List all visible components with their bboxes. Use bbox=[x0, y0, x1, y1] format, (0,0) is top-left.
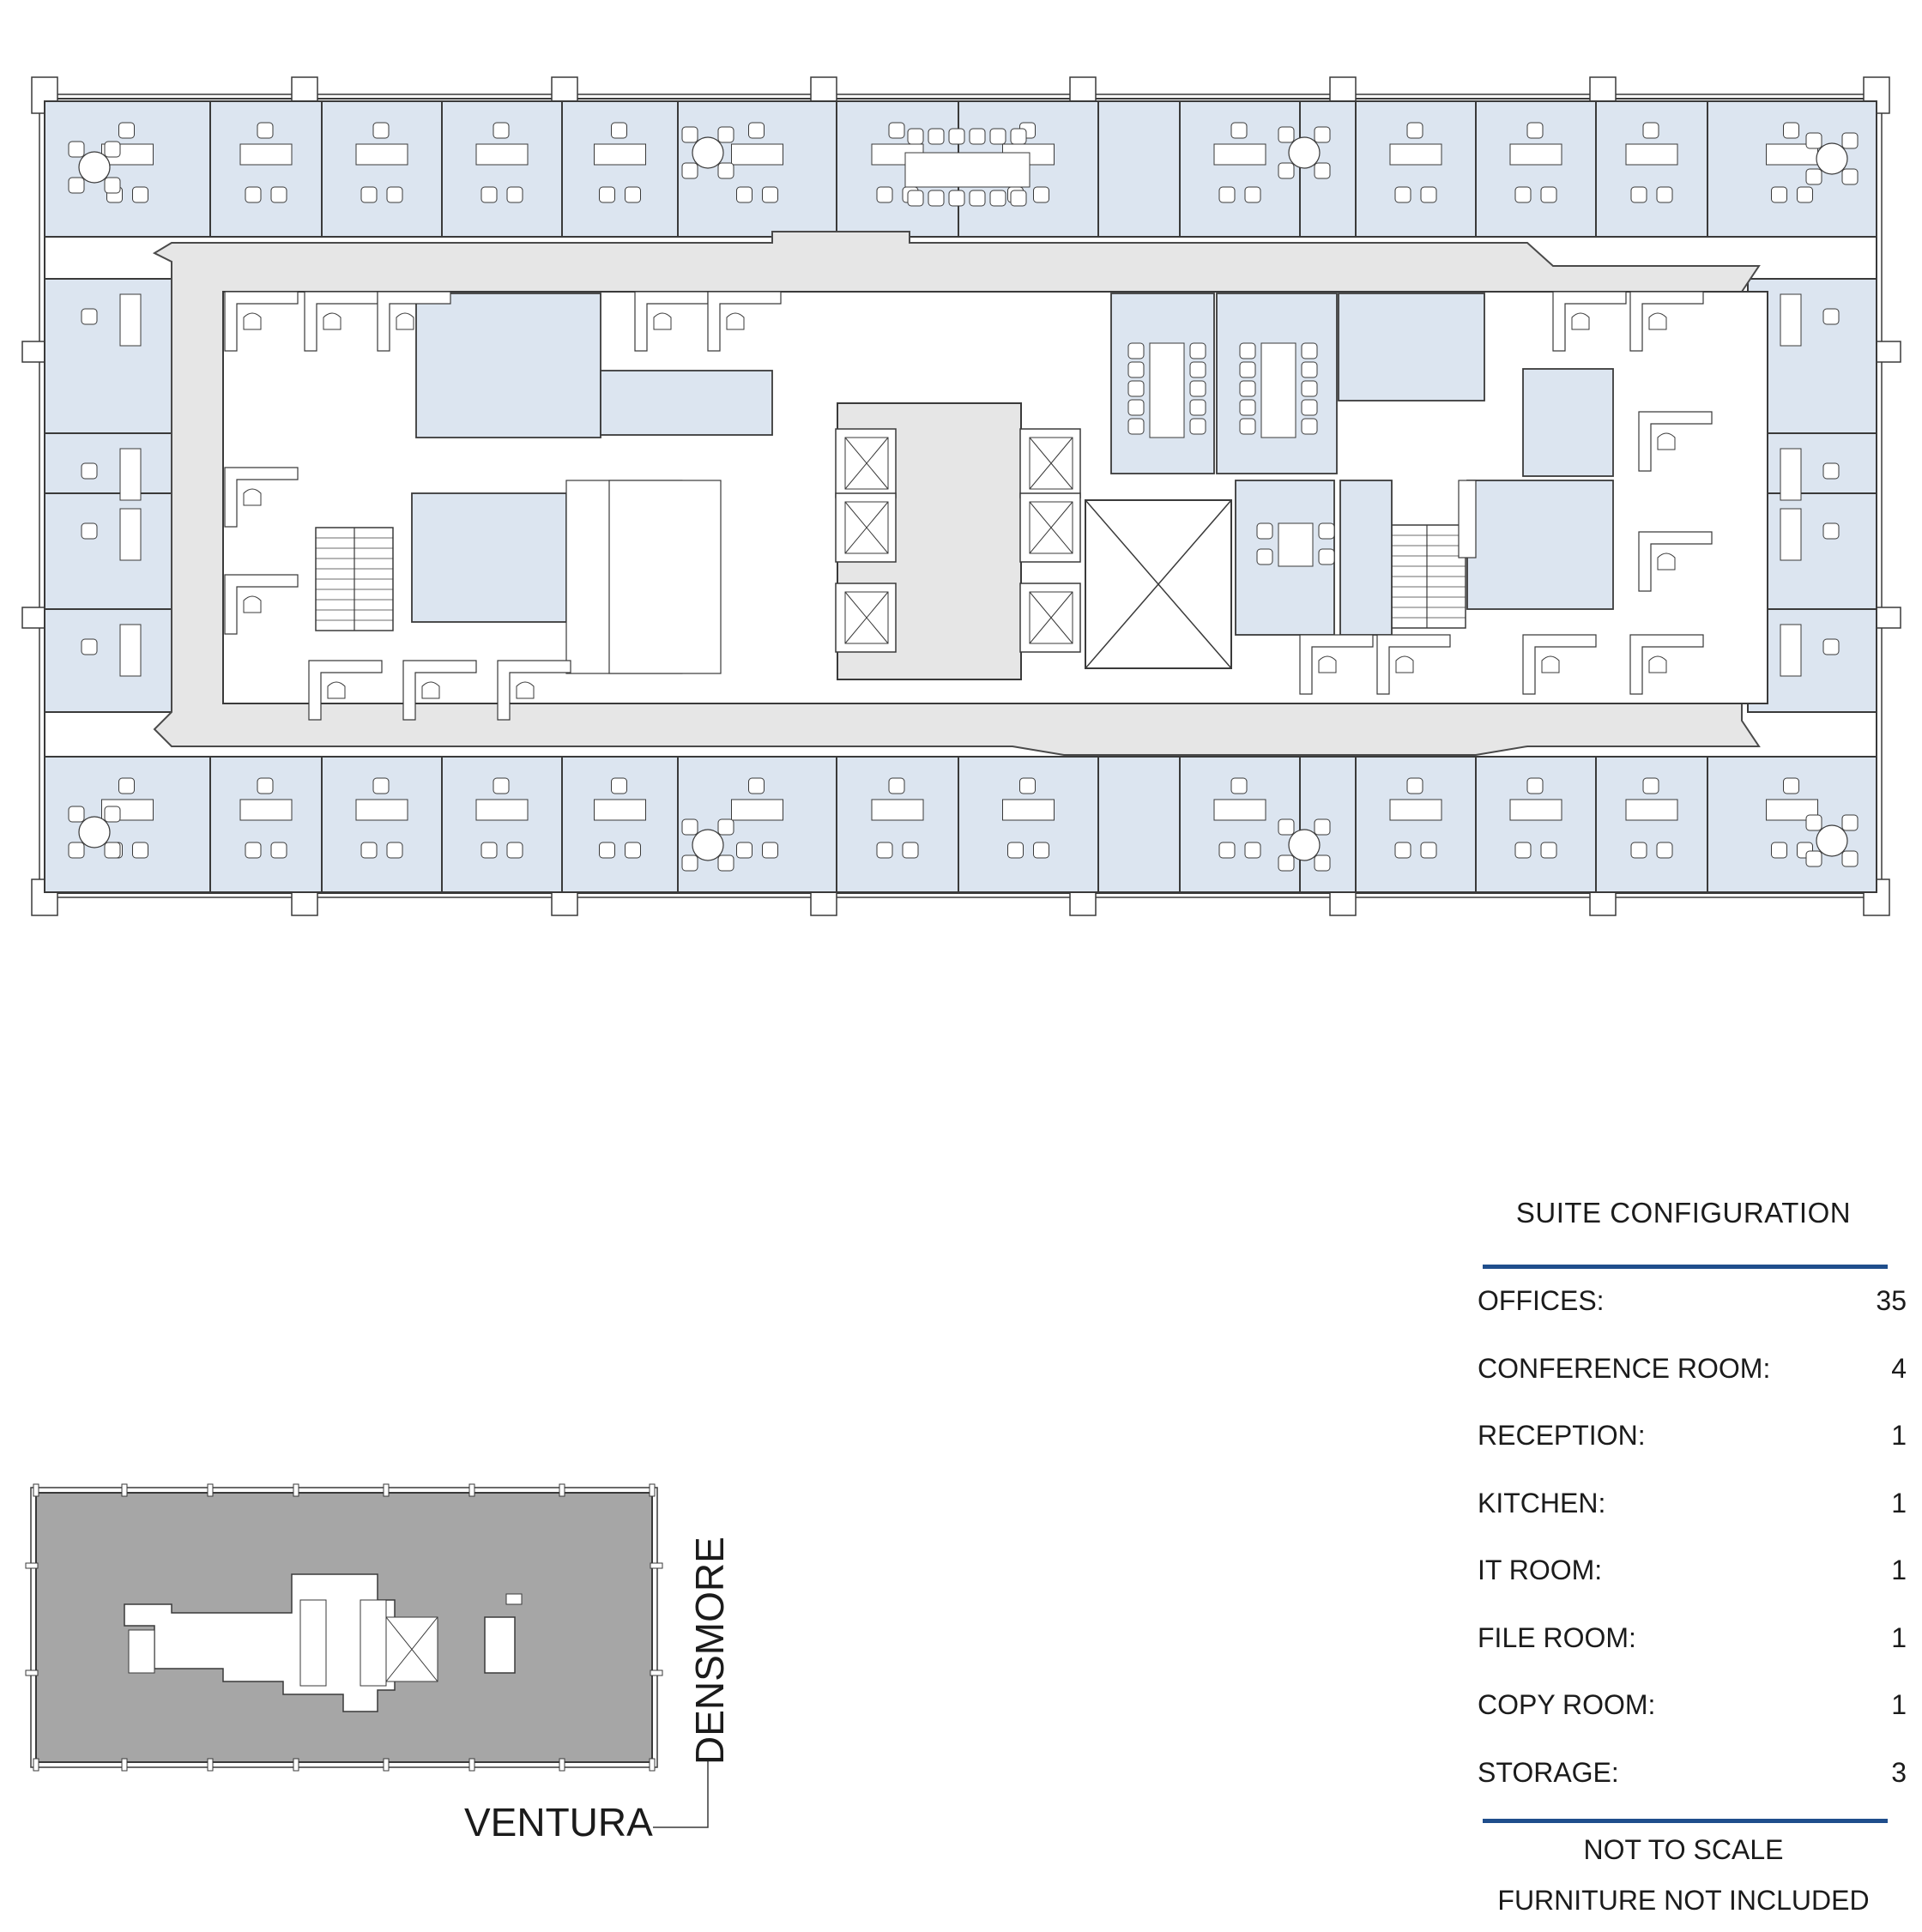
legend-top-rule bbox=[1483, 1265, 1888, 1269]
legend-title: SUITE CONFIGURATION bbox=[1515, 1197, 1852, 1229]
building-core bbox=[222, 291, 1768, 721]
legend-row-label: COPY ROOM: bbox=[1478, 1689, 1656, 1720]
furniture-note: FURNITURE NOT INCLUDED bbox=[1497, 1885, 1870, 1916]
legend-row-label: RECEPTION: bbox=[1478, 1420, 1646, 1451]
interior-rooms bbox=[411, 293, 1614, 674]
legend-row: IT ROOM: 1 bbox=[1478, 1555, 1907, 1589]
workstations bbox=[224, 291, 1713, 721]
legend-row-value: 1 bbox=[1891, 1487, 1907, 1518]
not-to-scale-note: NOT TO SCALE bbox=[1583, 1834, 1784, 1865]
legend-row: KITCHEN: 1 bbox=[1478, 1488, 1907, 1522]
legend-row-value: 35 bbox=[1876, 1285, 1907, 1316]
legend-row-value: 1 bbox=[1891, 1621, 1907, 1653]
legend-row-label: FILE ROOM: bbox=[1478, 1621, 1636, 1653]
legend-row-value: 1 bbox=[1891, 1420, 1907, 1451]
elevator-bank bbox=[835, 428, 1081, 653]
legend-row-label: IT ROOM: bbox=[1478, 1555, 1603, 1585]
street-leader-line bbox=[653, 1759, 709, 1828]
legend-row: OFFICES: 35 bbox=[1478, 1285, 1907, 1319]
legend-row: COPY ROOM: 1 bbox=[1478, 1689, 1907, 1724]
legend-row-label: KITCHEN: bbox=[1478, 1487, 1606, 1518]
legend-bottom-rule bbox=[1483, 1819, 1888, 1823]
legend-row: RECEPTION: 1 bbox=[1478, 1420, 1907, 1454]
legend-row-value: 3 bbox=[1891, 1756, 1907, 1788]
key-plan bbox=[25, 1483, 663, 1772]
furniture bbox=[68, 122, 1859, 872]
street-label-densmore: DENSMORE bbox=[687, 1537, 732, 1765]
legend-row: STORAGE: 3 bbox=[1478, 1757, 1907, 1791]
street-label-ventura: VENTURA bbox=[464, 1800, 653, 1844]
legend-row-value: 4 bbox=[1891, 1352, 1907, 1384]
legend-row-label: STORAGE: bbox=[1478, 1756, 1619, 1788]
legend-row: CONFERENCE ROOM: 4 bbox=[1478, 1353, 1907, 1387]
legend-row: FILE ROOM: 1 bbox=[1478, 1622, 1907, 1657]
legend-row-value: 1 bbox=[1891, 1689, 1907, 1720]
legend-row-value: 1 bbox=[1891, 1555, 1907, 1585]
legend-row-label: OFFICES: bbox=[1478, 1285, 1605, 1316]
stairwells bbox=[315, 524, 1466, 631]
legend-row-label: CONFERENCE ROOM: bbox=[1478, 1352, 1771, 1384]
